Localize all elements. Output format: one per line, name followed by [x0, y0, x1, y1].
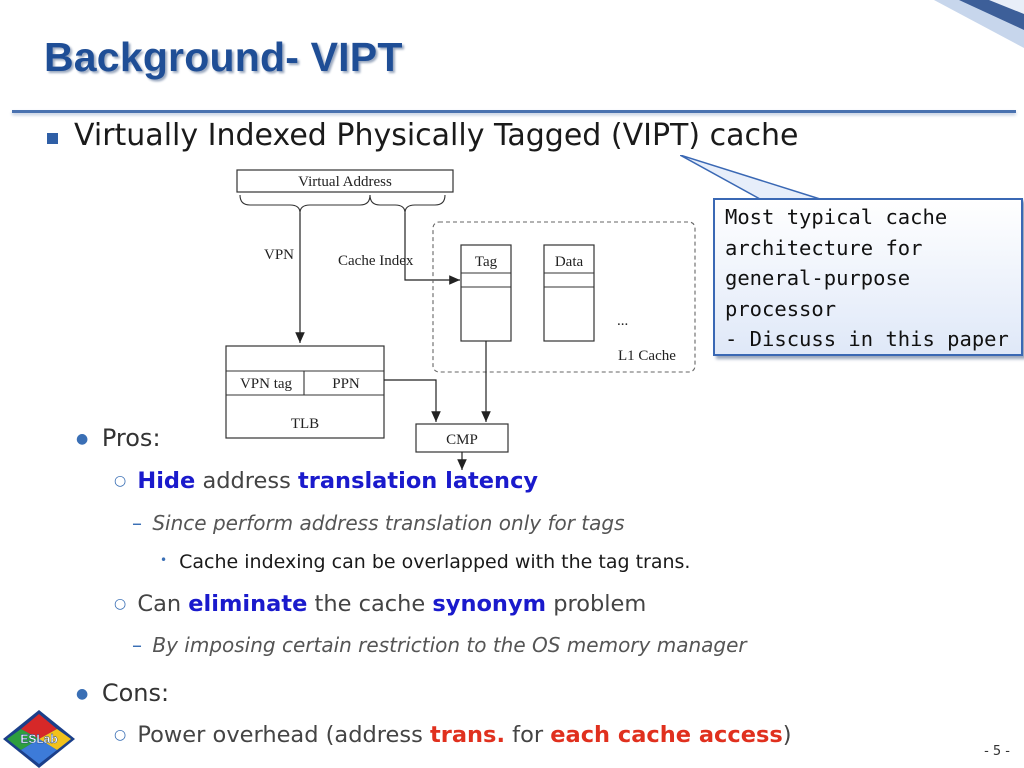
power-text: Power overhead (address [137, 722, 423, 748]
dash-bullet-icon: – [132, 633, 142, 657]
virtual-address-box [236, 169, 454, 193]
cache-index-label: Cache Index [338, 253, 414, 269]
tag-label: Tag [475, 254, 498, 270]
tlb-label: TLB [291, 416, 319, 432]
cons-label: Cons: [101, 679, 170, 707]
pros-label: Pros: [101, 424, 161, 452]
cmp-box [415, 423, 509, 453]
indexing-text: Cache indexing can be overlapped with th… [179, 551, 691, 573]
ppn-label: PPN [332, 376, 360, 392]
virtual-address-label: Virtual Address [298, 174, 392, 190]
can-word: Can [137, 591, 182, 617]
dash-bullet-icon: – [132, 511, 142, 535]
ellipsis-label: ... [617, 313, 628, 329]
cache-index-arrow [404, 213, 460, 285]
callout-box: Most typical cache architecture for gene… [713, 198, 1023, 356]
data-array [543, 244, 595, 342]
square-bullet-icon [47, 133, 58, 144]
hide-word: Hide [137, 468, 196, 494]
callout-text: Most typical cache architecture for gene… [725, 205, 1009, 351]
the-cache-phrase: the cache [314, 591, 426, 617]
page-number: - 5 - [984, 744, 1010, 759]
hide-latency-item: ○ Hide address translation latency [114, 468, 538, 494]
l1-cache-label: L1 Cache [618, 348, 676, 364]
ppn-arrow [384, 379, 441, 422]
corner-decoration [934, 0, 1024, 48]
vpn-label: VPN [264, 247, 294, 263]
ring-bullet-icon: ○ [114, 473, 127, 489]
slide-title: Background- VIPT [44, 34, 403, 80]
index-brace [369, 194, 446, 214]
logo-text: ESLab [20, 732, 57, 746]
small-dot-bullet-icon: • [160, 553, 168, 567]
pros-line: ● Pros: [76, 424, 161, 452]
since-text: Since perform address translation only f… [152, 511, 625, 535]
cmp-label: CMP [446, 432, 478, 448]
vipt-diagram: Virtual Address VPN Cache Index Tag Data… [225, 169, 696, 470]
tag-array [460, 244, 512, 342]
imposing-item: – By imposing certain restriction to the… [132, 633, 747, 657]
indexing-item: • Cache indexing can be overlapped with … [160, 551, 690, 573]
imposing-text: By imposing certain restriction to the O… [152, 633, 747, 657]
tlb-box [225, 345, 385, 439]
trans-word: trans. [430, 722, 505, 748]
power-overhead-item: ○ Power overhead (address trans. for eac… [114, 722, 792, 748]
ring-bullet-icon: ○ [114, 596, 127, 612]
main-bullet: Virtually Indexed Physically Tagged (VIP… [74, 118, 799, 153]
vpn-tag-label: VPN tag [240, 376, 293, 392]
ring-bullet-icon: ○ [114, 727, 127, 743]
eslab-logo: ESLab [3, 710, 75, 768]
eliminate-synonym-item: ○ Can eliminate the cache synonym proble… [114, 591, 646, 617]
data-label: Data [555, 254, 584, 270]
round-bullet-icon: ● [76, 686, 89, 702]
title-divider [12, 110, 1016, 113]
for-word: for [512, 722, 544, 748]
round-bullet-icon: ● [76, 431, 89, 447]
translation-latency-phrase: translation latency [298, 468, 539, 494]
synonym-word: synonym [432, 591, 547, 617]
each-cache-access-phrase: each cache access [550, 722, 783, 748]
address-word: address [202, 468, 291, 494]
cons-line: ● Cons: [76, 679, 169, 707]
problem-word: problem [553, 591, 647, 617]
since-item: – Since perform address translation only… [132, 511, 625, 535]
eliminate-word: eliminate [188, 591, 308, 617]
close-paren: ) [782, 722, 792, 748]
vpn-brace [239, 194, 371, 214]
